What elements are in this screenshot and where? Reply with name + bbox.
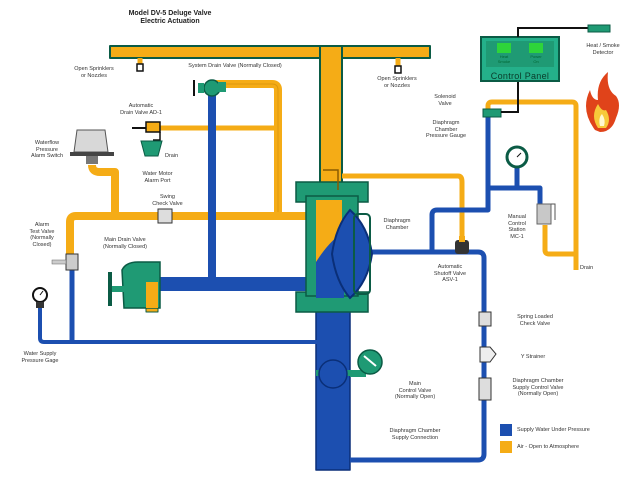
supply-gauge-line	[38, 300, 318, 344]
deluge-valve-body	[295, 169, 374, 313]
label-solenoid-valve: Solenoid Valve	[434, 94, 456, 107]
label-diaphragm-chamber: Diaphragm Chamber	[383, 218, 411, 231]
diaphragm-pressure-gauge	[505, 145, 529, 169]
manual-control-station	[536, 203, 556, 225]
label-water-motor-alarm: Water Motor Alarm Port	[142, 171, 173, 184]
legend-item-water: Supply Water Under Pressure	[500, 424, 590, 436]
label-y-strainer: Y Strainer	[520, 354, 546, 360]
label-drain-cup: Drain	[165, 153, 179, 159]
auto-drain-valve	[132, 121, 163, 157]
system-drain-valve	[193, 79, 226, 97]
solenoid-drain-pipe	[485, 99, 579, 270]
legend-swatch-air	[500, 441, 512, 453]
air-piping	[66, 45, 579, 313]
indicator-label-heat-smoke: Heat Smoke	[497, 54, 511, 64]
label-supply-control-valve: Diaphragm Chamber Supply Control Valve (…	[512, 378, 564, 397]
label-drain-right: Drain	[580, 265, 594, 271]
label-main-drain-valve: Main Drain Valve (Normally Closed)	[102, 237, 147, 250]
diaphragm-gauge-line	[429, 112, 491, 252]
main-drain-valve	[108, 261, 161, 309]
legend-item-air: Air - Open to Atmosphere	[500, 441, 579, 453]
top-header-pipe	[109, 45, 431, 59]
legend-swatch-water	[500, 424, 512, 436]
control-panel	[480, 24, 611, 82]
label-open-sprinklers-left: Open Sprinklers or Nozzles	[74, 66, 114, 79]
label-water-supply-gauge: Water Supply Pressure Gage	[21, 351, 59, 364]
sprinkler-head-right	[394, 65, 402, 74]
fire-icon	[586, 72, 619, 132]
y-strainer	[479, 346, 497, 363]
label-system-drain-valve: System Drain Valve (Normally Closed)	[188, 63, 282, 69]
heat-smoke-detector	[587, 24, 611, 33]
main-control-valve	[316, 349, 383, 389]
label-alarm-test-valve: Alarm Test Valve (Normally Closed)	[29, 222, 55, 248]
label-swing-check-valve: Swing Check Valve	[152, 194, 183, 207]
alarm-test-valve	[51, 253, 79, 271]
label-auto-shutoff-valve: Automatic Shutoff Valve ASV-1	[433, 264, 467, 283]
air-return-pipe	[342, 173, 465, 245]
indicator-label-power: Power On	[530, 54, 542, 64]
manual-station-line	[488, 185, 543, 205]
label-auto-drain-valve: Automatic Drain Valve AD-1	[120, 103, 162, 116]
label-heat-smoke-detector: Heat / Smoke Detector	[586, 43, 620, 56]
label-open-sprinklers-right: Open Sprinklers or Nozzles	[377, 76, 417, 89]
label-main-control-valve: Main Control Valve (Normally Open)	[394, 381, 436, 400]
label-supply-connection: Diaphragm Chamber Supply Connection	[389, 428, 441, 441]
supply-control-valve	[478, 377, 492, 401]
auto-shutoff-valve	[455, 236, 469, 254]
label-waterflow-switch: Waterflow Pressure Alarm Switch	[30, 140, 64, 159]
water-motor-pipe	[88, 164, 119, 216]
spring-check-valve	[478, 311, 492, 327]
drain-loop-pipe	[213, 80, 282, 215]
indicator-power	[529, 43, 543, 53]
solenoid-valve	[482, 72, 519, 118]
sprinkler-head-left	[136, 63, 144, 72]
label-manual-control-station: Manual Control Station MC-1	[507, 214, 527, 240]
control-panel-label: Control Panel	[490, 71, 550, 81]
manual-station-drain	[542, 225, 576, 257]
label-spring-check-valve: Spring Loaded Check Valve	[517, 314, 553, 327]
alarm-line-pipe	[66, 212, 330, 260]
legend-label-water: Supply Water Under Pressure	[517, 427, 590, 433]
swing-check-valve	[157, 208, 173, 224]
legend-label-air: Air - Open to Atmosphere	[517, 444, 580, 450]
indicator-heat-smoke	[497, 43, 511, 53]
diagram-title: Model DV-5 Deluge Valve Electric Actuati…	[128, 10, 212, 25]
diaphragm-chamber-shape	[330, 208, 374, 300]
waterflow-switch	[70, 129, 114, 164]
label-diaphragm-gauge: Diaphragm Chamber Pressure Gauge	[425, 120, 467, 139]
water-supply-gauge	[32, 287, 48, 308]
